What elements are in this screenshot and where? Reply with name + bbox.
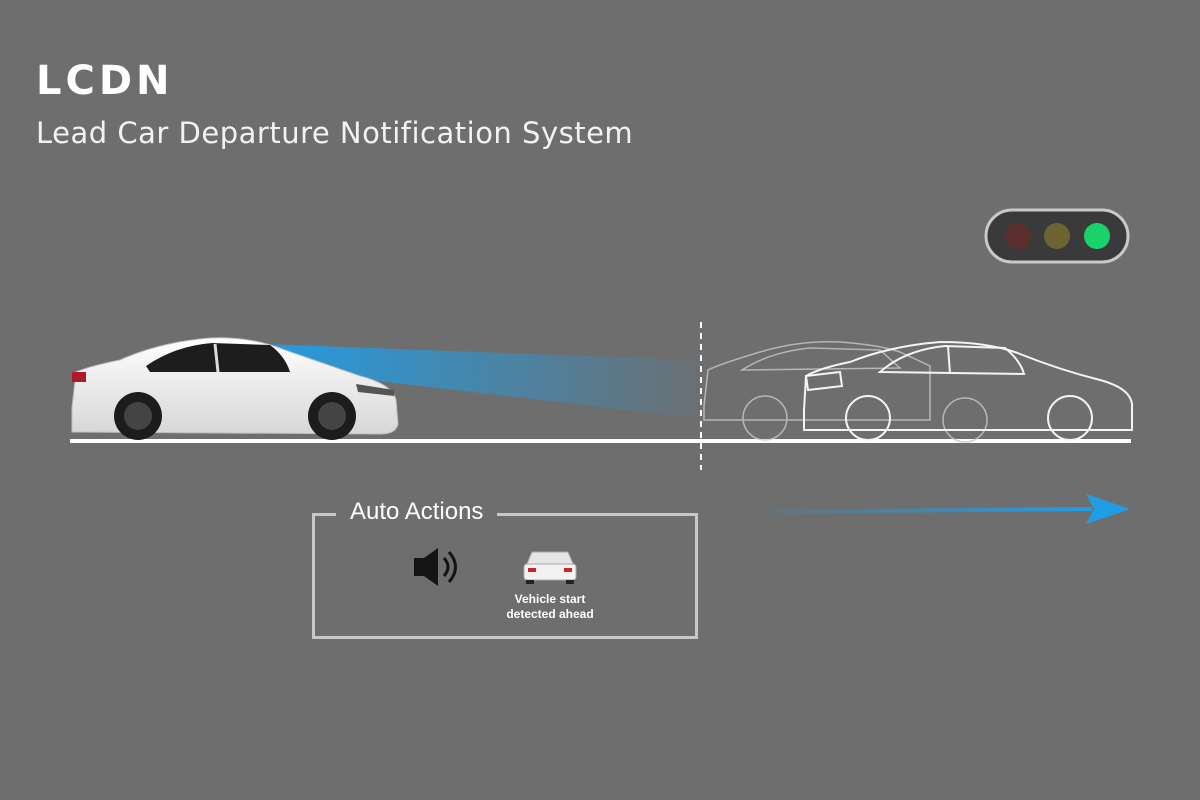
sensor-beam: [262, 344, 696, 418]
lead-car-ghost: [703, 340, 988, 443]
page-title: LCDN: [36, 58, 174, 104]
departure-arrow: [740, 494, 1130, 524]
traffic-light-green: [1084, 223, 1110, 249]
traffic-light-yellow: [1044, 223, 1070, 249]
caption-line-1: Vehicle start: [514, 592, 586, 606]
ego-car: [71, 337, 399, 440]
traffic-light-red: [1005, 223, 1031, 249]
speaker-icon: [414, 548, 457, 586]
vehicle-start-caption: Vehicle start detected ahead: [480, 592, 620, 622]
lead-car: [803, 340, 1133, 441]
traffic-light: [984, 208, 1130, 264]
vehicle-front-icon: [523, 551, 577, 584]
page-subtitle: Lead Car Departure Notification System: [36, 116, 634, 150]
auto-actions-panel: [312, 513, 698, 639]
auto-actions-label: Auto Actions: [336, 496, 498, 528]
arrow-right-icon: [1086, 494, 1130, 524]
caption-line-2: detected ahead: [506, 607, 594, 621]
